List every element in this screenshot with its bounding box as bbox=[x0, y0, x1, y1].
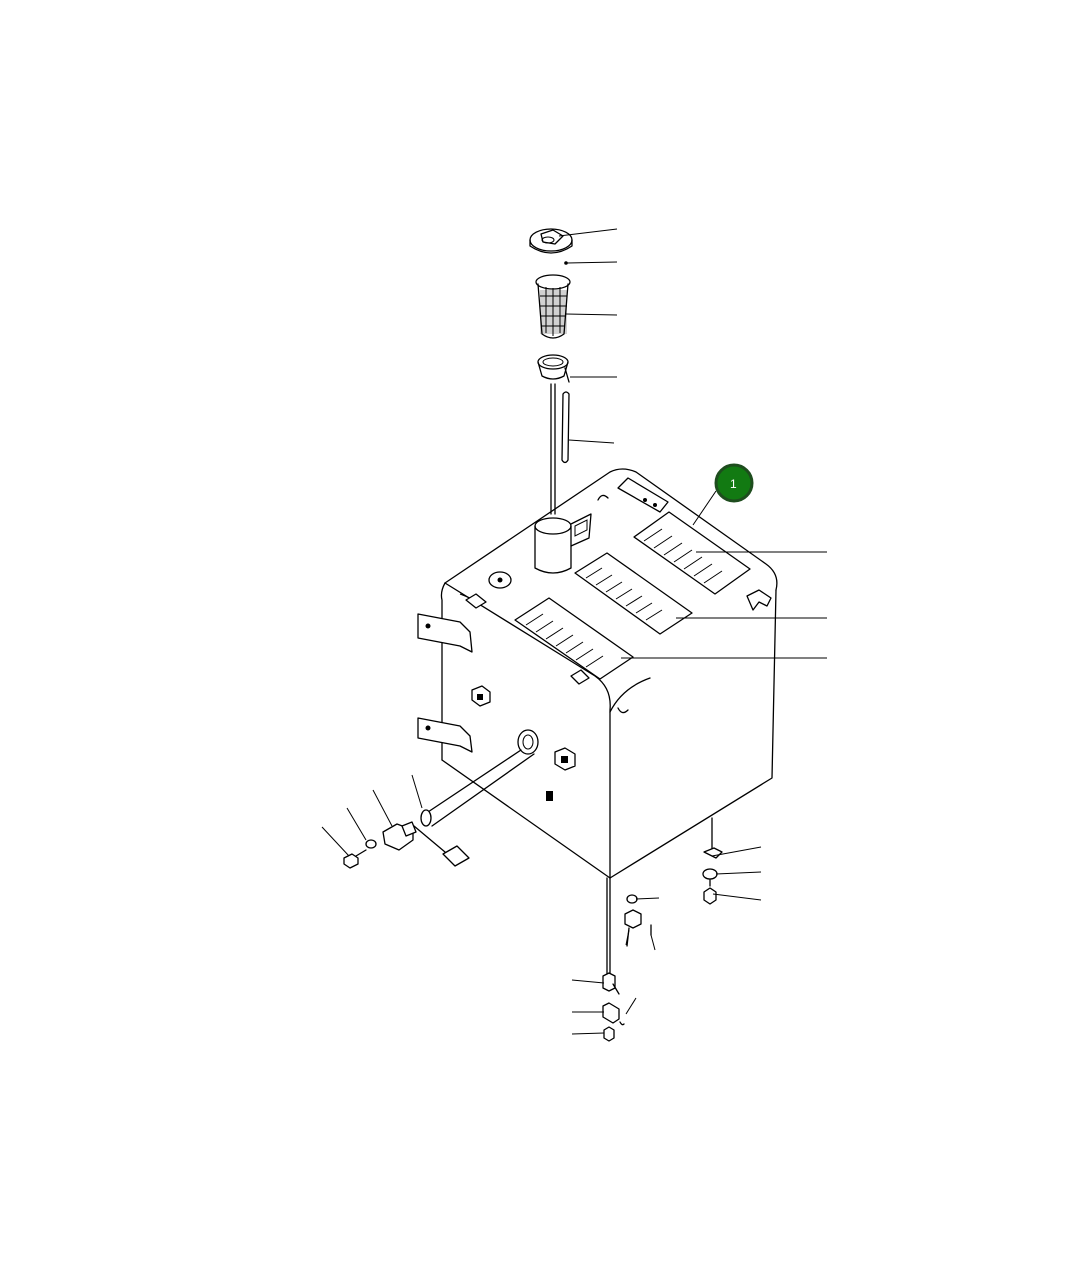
strainer-basket bbox=[535, 274, 571, 339]
filler-neck-ring bbox=[537, 354, 570, 383]
elbow-fitting bbox=[382, 821, 417, 851]
callout-1-label: 1 bbox=[730, 477, 737, 491]
cover-plate-3 bbox=[514, 597, 634, 680]
drain-valve bbox=[602, 972, 620, 995]
drain-fitting bbox=[602, 1002, 620, 1024]
cover-plate-1 bbox=[633, 511, 751, 595]
drain-elbow bbox=[624, 909, 642, 947]
pin-part bbox=[619, 1021, 625, 1026]
bottom-bracket-right bbox=[703, 817, 723, 859]
corner-lug bbox=[570, 669, 590, 685]
round-boss bbox=[488, 571, 512, 589]
o-ring-part bbox=[420, 809, 432, 827]
lifting-hook bbox=[617, 707, 629, 714]
leader-lines bbox=[321, 228, 827, 1035]
bolt-part bbox=[343, 849, 367, 869]
washer-part bbox=[365, 839, 377, 849]
corner-lug bbox=[746, 589, 772, 611]
leader-line bbox=[427, 749, 522, 813]
lifting-hook bbox=[597, 494, 609, 501]
drain-plug bbox=[603, 1026, 615, 1042]
pin-part bbox=[564, 261, 568, 265]
side-boss-1 bbox=[471, 685, 491, 707]
bolt-part bbox=[703, 879, 717, 905]
mounting-bracket-lower bbox=[417, 717, 473, 753]
drain-plug-side bbox=[546, 791, 553, 801]
suction-hose-end bbox=[413, 825, 470, 867]
sight-ring bbox=[517, 729, 539, 755]
corner-lug bbox=[465, 593, 487, 609]
o-ring-part bbox=[626, 894, 638, 904]
callout-1-button[interactable]: 1 bbox=[714, 463, 754, 503]
mounting-bracket-upper bbox=[417, 613, 473, 653]
cover-plate-2 bbox=[574, 552, 693, 635]
leader-line bbox=[431, 753, 535, 827]
side-boss-2 bbox=[554, 747, 576, 771]
top-bracket-plate bbox=[617, 477, 669, 513]
tank-filler-neck bbox=[534, 513, 592, 574]
washer-part bbox=[702, 868, 718, 880]
level-gauge-stick bbox=[550, 383, 570, 515]
filler-cap bbox=[529, 228, 573, 254]
